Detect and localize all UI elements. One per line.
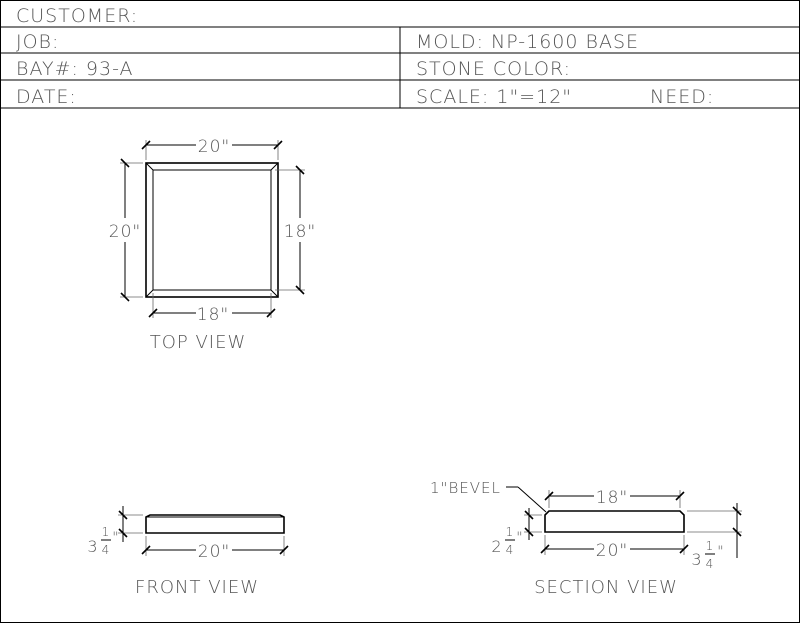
top-view-outer-edge — [145, 162, 279, 298]
dimension-tick — [118, 528, 128, 538]
top-view-caption: TOP VIEW — [150, 332, 247, 353]
dimension-tick — [295, 165, 305, 175]
front-view-dim-height-den: 4 — [102, 543, 111, 557]
top-view-dim-right: 18" — [284, 222, 316, 242]
dimension-tick — [266, 308, 276, 318]
top-view-dim-bottom: 18" — [197, 305, 229, 325]
dimension-tick — [295, 285, 305, 295]
dimension-tick — [141, 545, 151, 555]
dimension-tick — [544, 491, 554, 501]
section-view-caption: SECTION VIEW — [534, 577, 678, 598]
front-view-caption: FRONT VIEW — [135, 577, 259, 598]
section-view-dim-right-whole: 3 — [691, 550, 702, 569]
front-view: 20" 3 1 4 " FRONT VIEW — [87, 506, 289, 598]
stone-color-label: STONE COLOR: — [416, 58, 571, 80]
dimension-tick — [120, 292, 130, 302]
section-view-dim-right-den: 4 — [706, 557, 715, 571]
section-view-dim-left-num: 1 — [506, 525, 515, 539]
dimension-tick — [679, 544, 689, 554]
bevel-corner — [145, 162, 154, 171]
date-label: DATE: — [16, 86, 77, 108]
dimension-tick — [732, 506, 742, 516]
dimension-tick — [524, 527, 534, 537]
front-view-dim-height-num: 1 — [102, 525, 111, 539]
dimension-tick — [273, 140, 283, 150]
bay-label: BAY#: 93-A — [16, 58, 134, 80]
top-view-dim-top: 20" — [198, 137, 230, 157]
dimension-tick — [279, 545, 289, 555]
section-view-dim-left-den: 4 — [506, 543, 515, 557]
job-label: JOB: — [16, 31, 59, 53]
dimension-tick — [524, 510, 534, 520]
leader-line — [517, 486, 547, 513]
section-view-dim-left-whole: 2 — [491, 537, 502, 556]
dimension-tick — [675, 491, 685, 501]
dimension-tick — [148, 308, 158, 318]
front-view-dim-height-whole: 3 — [87, 537, 98, 556]
front-view-profile — [145, 514, 285, 534]
top-view-inner-edge — [152, 169, 272, 291]
bevel-corner — [145, 289, 154, 298]
dimension-tick — [118, 510, 128, 520]
need-label: NEED: — [650, 86, 714, 108]
top-view-dim-left: 20" — [109, 222, 141, 242]
section-view: 1"BEVEL 18" 20" 2 1 4 " — [430, 479, 742, 598]
dimension-tick — [141, 140, 151, 150]
dimension-tick — [732, 527, 742, 537]
top-view: 20" 20" 18" 18" TOP VIEW — [109, 137, 316, 353]
dimension-tick — [120, 158, 130, 168]
section-view-profile — [544, 510, 685, 533]
customer-label: CUSTOMER: — [16, 5, 138, 27]
bevel-corner — [270, 289, 279, 298]
scale-label: SCALE: 1"=12" — [416, 86, 572, 108]
section-view-dim-right-num: 1 — [706, 539, 715, 553]
mold-label: MOLD: NP-1600 BASE — [416, 31, 639, 53]
dimension-tick — [540, 544, 550, 554]
section-view-dim-left-unit: " — [516, 530, 523, 546]
front-view-dim-width: 20" — [198, 542, 230, 562]
section-view-dim-top: 18" — [596, 488, 628, 508]
bevel-corner — [270, 162, 279, 171]
section-view-dim-right-unit: " — [717, 544, 724, 560]
bevel-note: 1"BEVEL — [430, 479, 501, 497]
front-view-dim-height-unit: " — [112, 530, 119, 546]
section-view-dim-bottom: 20" — [596, 541, 628, 561]
